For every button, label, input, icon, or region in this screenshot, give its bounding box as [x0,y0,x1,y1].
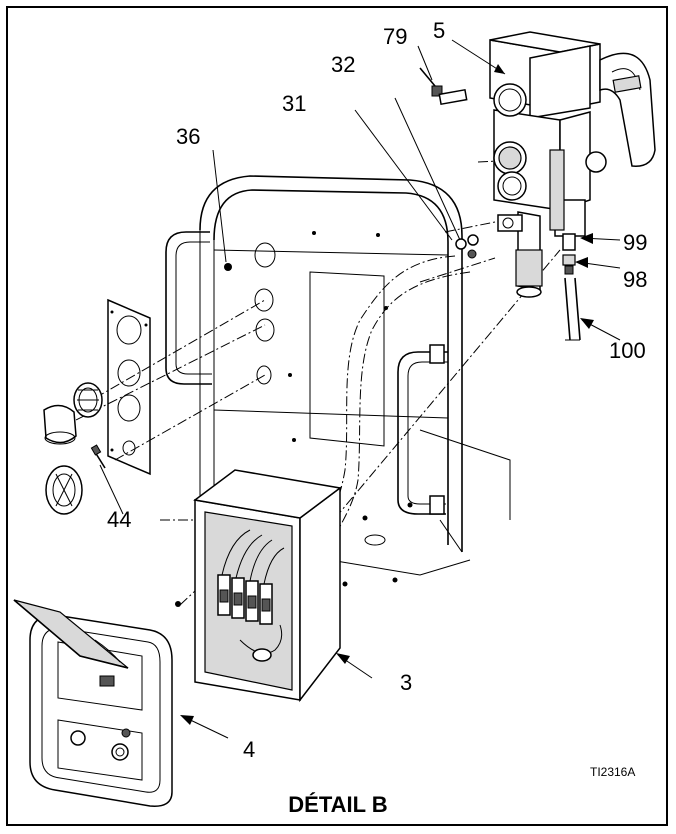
pump-manifold-assembly [489,31,656,298]
callout-31: 31 [282,91,306,116]
control-box [175,469,342,703]
leader-lines [99,39,621,739]
callout-4: 4 [243,737,255,762]
panel-dot [224,263,232,271]
regulator-handwheel [45,465,83,515]
fittings-98-99 [562,233,576,275]
right-handle [397,344,448,515]
callout-44: 44 [107,507,131,532]
callout-100: 100 [609,338,646,363]
gauge-knob [43,404,77,445]
screw-44 [90,444,106,469]
front-cover [13,599,173,807]
figure-caption: DÉTAIL B [288,792,387,817]
tube-100 [564,277,581,341]
callout-32: 32 [331,52,355,77]
left-handle [165,231,212,385]
callout-98: 98 [623,267,647,292]
fitting-79 [419,67,468,106]
callout-99: 99 [623,230,647,255]
callout-3: 3 [400,670,412,695]
figure-frame [6,6,668,826]
fitting-31-32 [455,234,479,259]
callout-5: 5 [433,18,445,43]
gauge-plate [107,298,151,476]
gauge-bezel [73,382,103,418]
callout-79: 79 [383,24,407,49]
callout-36: 36 [176,124,200,149]
figure-reference: TI2316A [590,765,635,779]
